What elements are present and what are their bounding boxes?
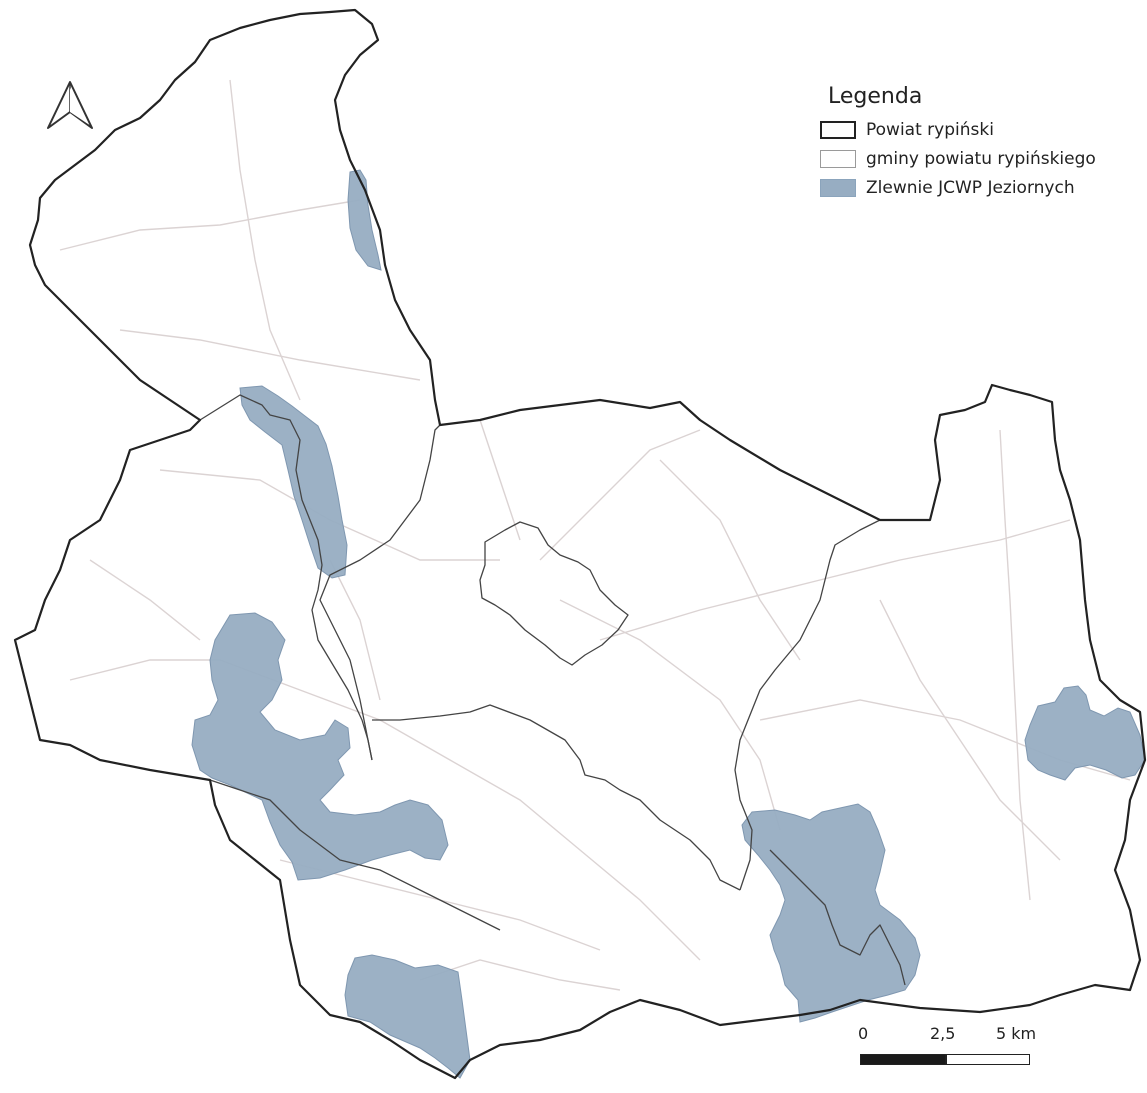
road-line [559, 599, 781, 831]
map-legend: Legenda Powiat rypiński gminy powiatu ry… [820, 84, 1140, 202]
commune-border [769, 849, 906, 986]
road-line [999, 429, 1031, 901]
legend-swatch-gminy [820, 149, 856, 168]
catchment-south-east [741, 803, 921, 1023]
scale-segment-black [860, 1054, 946, 1065]
legend-item-powiat: Powiat rypiński [820, 115, 1140, 144]
commune-border [372, 704, 741, 891]
road-line [59, 199, 361, 251]
commune-border [209, 779, 501, 931]
catchment-upper-west [239, 385, 348, 579]
county-border [13, 8, 1147, 1080]
legend-title: Legenda [828, 84, 923, 109]
catchments-layer [191, 169, 1146, 1079]
road-line [89, 559, 201, 641]
north-arrow-icon [47, 81, 93, 129]
road-line [599, 519, 1071, 641]
road-network [59, 79, 1131, 991]
commune-border [199, 394, 373, 761]
commune-border [734, 519, 881, 891]
legend-item-zlewnie: Zlewnie JCWP Jeziornych [820, 173, 1140, 202]
legend-item-gminy: gminy powiatu rypińskiego [820, 144, 1140, 173]
scale-segment-white [946, 1054, 1030, 1065]
legend-swatch-powiat [820, 120, 856, 139]
legend-label: gminy powiatu rypińskiego [866, 148, 1096, 169]
road-line [229, 79, 301, 401]
catchment-west [191, 612, 449, 881]
road-line [479, 419, 521, 541]
catchment-north [347, 169, 382, 271]
commune-border [479, 521, 629, 666]
road-line [379, 719, 701, 961]
scale-tick-label: 0 [858, 1024, 869, 1043]
road-line [539, 429, 701, 561]
scale-bar: 0 2,5 5 km [858, 1024, 1038, 1074]
commune-border [319, 424, 441, 761]
catchment-south-west [344, 954, 471, 1079]
road-line [119, 329, 421, 381]
commune-borders [199, 394, 906, 986]
road-line [879, 599, 1061, 861]
catchment-east [1024, 685, 1146, 781]
legend-label: Zlewnie JCWP Jeziornych [866, 177, 1075, 198]
legend-swatch-zlewnie [820, 178, 856, 197]
scale-tick-label: 2,5 [930, 1024, 956, 1043]
legend-label: Powiat rypiński [866, 119, 994, 140]
scale-tick-label: 5 km [996, 1024, 1037, 1043]
road-line [329, 559, 381, 701]
road-line [659, 459, 801, 661]
